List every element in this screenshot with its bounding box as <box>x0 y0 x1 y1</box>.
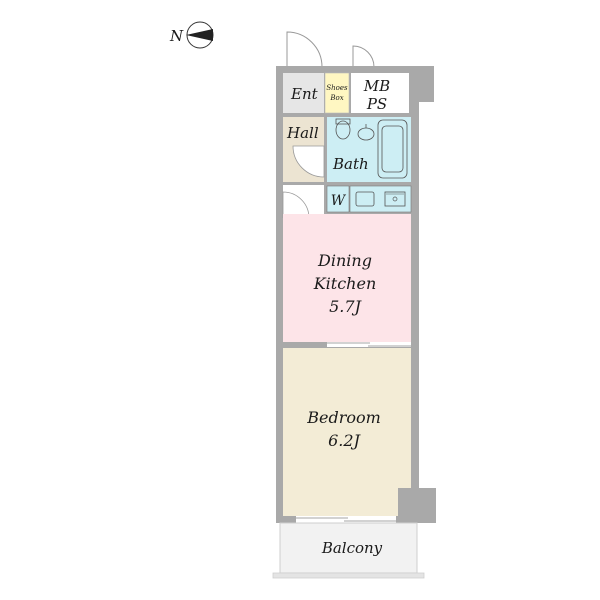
bedroom-label-2: 6.2J <box>328 431 361 450</box>
entrance-door-swing <box>286 31 323 68</box>
compass-north-label: N <box>169 27 184 45</box>
bedroom-column-cutout <box>398 488 436 523</box>
balcony-rail <box>272 572 425 579</box>
balcony-label: Balcony <box>321 539 383 557</box>
mbps-door-swing <box>352 45 375 68</box>
mbps-area <box>351 73 409 113</box>
compass-arrow-icon <box>186 29 213 41</box>
hall-door-swing <box>292 145 325 178</box>
dining-kitchen-label-2: Kitchen <box>313 274 377 293</box>
kitchen-sink-icon <box>355 191 375 207</box>
bathtub-icon <box>377 119 408 179</box>
entrance-area <box>283 73 324 113</box>
shoes-box-label-2: Box <box>329 94 343 102</box>
toilet-icon <box>335 118 351 140</box>
balcony-area <box>279 522 418 574</box>
washer-label: W <box>331 193 347 209</box>
washer-space <box>326 185 350 213</box>
bedroom-area <box>283 348 411 516</box>
mbps-label-1: MB <box>363 77 390 95</box>
sink-icon <box>357 124 375 141</box>
balcony-window <box>296 516 396 523</box>
mbps-label-2: PS <box>366 95 387 113</box>
shoes-box <box>324 72 350 114</box>
corridor-door-swing <box>282 191 310 219</box>
dining-kitchen-area <box>283 214 411 342</box>
dining-kitchen-label-1: Dining <box>317 251 372 270</box>
kitchen-counter <box>349 185 412 213</box>
sliding-door-dk-bedroom <box>327 342 411 347</box>
dining-kitchen-label-3: 5.7J <box>329 297 362 316</box>
bath-label: Bath <box>332 155 369 173</box>
stove-icon <box>384 191 406 207</box>
bath-area <box>327 117 411 182</box>
hall-label: Hall <box>286 124 319 142</box>
entrance-label: Ent <box>290 85 319 103</box>
shoes-box-label-1: Shoes <box>326 84 348 92</box>
compass: N <box>169 21 214 49</box>
bedroom-label-1: Bedroom <box>306 408 381 427</box>
